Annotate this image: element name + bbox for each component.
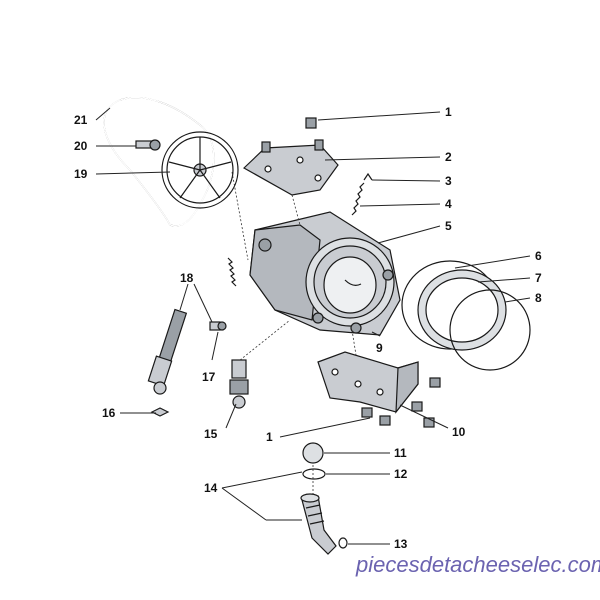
- drain-connector: [229, 359, 249, 409]
- shock-absorber: [147, 308, 188, 395]
- suspension-spring-side: [227, 257, 237, 287]
- hose-clip: [338, 537, 348, 549]
- drum-pulley: [161, 131, 239, 209]
- callout-11: 11: [394, 446, 407, 460]
- outer-tub: [249, 211, 401, 336]
- callout-19: 19: [74, 167, 88, 181]
- callout-21: 21: [74, 113, 88, 127]
- drive-belt: [103, 96, 215, 227]
- callout-8: 8: [535, 291, 542, 305]
- callout-13: 13: [394, 537, 408, 551]
- callout-9: 9: [376, 341, 383, 355]
- callout-16: 16: [102, 406, 116, 420]
- suspension-spring-top: [351, 182, 365, 216]
- shock-base-clip: [150, 407, 170, 417]
- seal-clamp: [449, 289, 531, 371]
- callout-18: 18: [180, 271, 194, 285]
- callout-2: 2: [445, 150, 452, 164]
- callout-3: 3: [445, 174, 452, 188]
- pulley-bolt: [135, 139, 161, 151]
- top-nut: [305, 117, 317, 129]
- callout-6: 6: [535, 249, 542, 263]
- callout-20: 20: [74, 139, 88, 153]
- callout-12: 12: [394, 467, 408, 481]
- lower-counterweight: [317, 351, 419, 414]
- callout-14: 14: [204, 481, 218, 495]
- drain-hose: [300, 493, 337, 555]
- callout-5: 5: [445, 219, 452, 233]
- top-bracket: [242, 139, 339, 196]
- counterweight-nuts: [361, 377, 441, 428]
- watermark: piecesdetacheeselec.com: [355, 552, 600, 577]
- spring-clip: [363, 172, 373, 181]
- ball-valve: [302, 442, 324, 464]
- leader-lines: [95, 107, 531, 545]
- callout-17: 17: [202, 370, 216, 384]
- shock-pin: [209, 321, 227, 331]
- o-ring: [302, 468, 326, 480]
- callout-labels: 1 2 3 4 5 6 7 8 9 10 1 11 12 13 14 15 16…: [74, 105, 542, 551]
- callout-1-bottom: 1: [266, 430, 273, 444]
- callout-4: 4: [445, 197, 452, 211]
- callout-15: 15: [204, 427, 218, 441]
- callout-7: 7: [535, 271, 542, 285]
- callout-10: 10: [452, 425, 466, 439]
- callout-1-top: 1: [445, 105, 452, 119]
- assembly-guides: [231, 171, 357, 495]
- seal-ring: [417, 269, 507, 351]
